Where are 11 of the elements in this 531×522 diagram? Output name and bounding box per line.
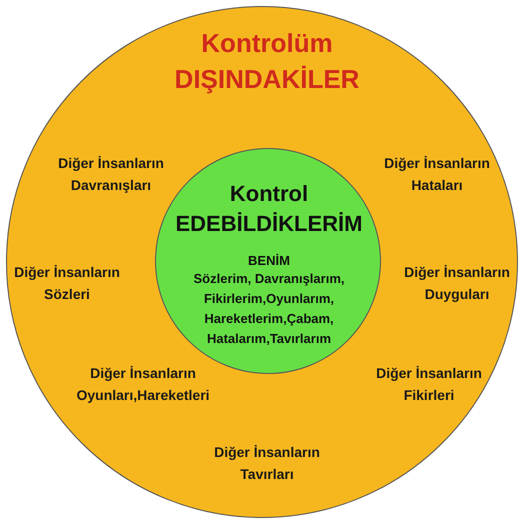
circle-label: Diğer İnsanların Hataları bbox=[383, 154, 491, 195]
circle-label: Diğer İnsanların Duyguları bbox=[403, 263, 511, 304]
circle-heading: Kontrolüm DIŞINDAKİLER bbox=[174, 27, 360, 96]
circle-label: Diğer İnsanların Davranışları bbox=[57, 154, 165, 195]
circle-label: Diğer İnsanların Oyunları,Hareketleri bbox=[75, 364, 211, 405]
circle-label: Diğer İnsanların Fikirleri bbox=[375, 364, 483, 405]
circle-label: Diğer İnsanların Sözleri bbox=[13, 263, 121, 304]
circle-label: Sözlerim, Davranışlarım, Fikirlerim,Oyunlarım, Hareketlerim,Çabam, Hatalarım,Tavırlarım bbox=[192, 270, 346, 348]
circle-heading: Kontrol EDEBİLDİKLERİM bbox=[174, 180, 364, 238]
circle-label: Diğer İnsanların Tavırları bbox=[213, 443, 321, 484]
circle-label: BENİM bbox=[247, 252, 291, 269]
